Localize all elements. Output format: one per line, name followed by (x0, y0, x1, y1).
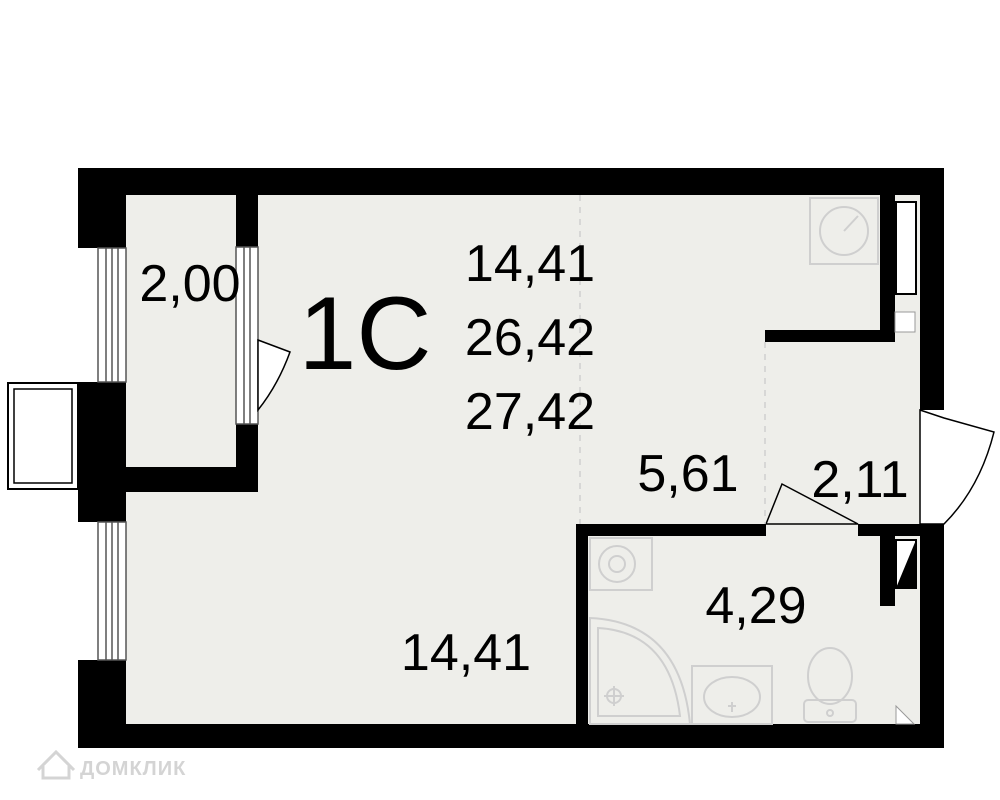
living-area-label: 14,41 (465, 235, 595, 293)
hallway-area-label: 2,11 (811, 451, 908, 509)
shaft-lower-triangle (896, 540, 916, 588)
wall-bath-left (576, 524, 588, 734)
wall-hall-partition (765, 330, 895, 342)
wall-shaft-upper (880, 195, 895, 337)
fixtures (589, 197, 879, 725)
balcony-area-label: 2,00 (139, 255, 240, 313)
wall-bath-top-right (858, 524, 920, 536)
sink-icon (691, 665, 773, 725)
wall-bottom (78, 724, 944, 748)
bathroom-area-label: 4,29 (705, 577, 806, 635)
living-room-area-label: 14,41 (401, 624, 531, 682)
ventilation-shafts (894, 201, 917, 725)
wall-top (78, 168, 944, 195)
entrance-door-swing (919, 408, 995, 525)
apartment-type-label: 1С (299, 276, 432, 392)
wall-right-upper (920, 168, 944, 410)
total-area-no-balcony-label: 26,42 (465, 309, 595, 367)
labels: 2,00 1С 14,41 26,42 27,42 5,61 2,11 4,29… (139, 235, 908, 682)
washing-machine-icon (809, 197, 879, 265)
bathroom-door-swing (764, 482, 859, 525)
wall-left-lower (78, 660, 126, 748)
window-balcony-inner (235, 246, 259, 425)
wall-left-upper (78, 168, 126, 248)
wall-left-mid (78, 382, 126, 522)
wall-right-lower (920, 524, 944, 748)
kitchen-area-label: 5,61 (637, 445, 738, 503)
corner-marker-lower (895, 704, 916, 725)
wall-bath-top-left (576, 524, 766, 536)
total-area-label: 27,42 (465, 383, 595, 441)
balcony-floor (126, 205, 236, 467)
watermark: ДОМКЛИК (36, 749, 186, 780)
washer-bathroom-icon (589, 537, 653, 591)
wall-balcony-bottom (126, 467, 258, 492)
doors (257, 338, 995, 525)
windows (7, 246, 259, 661)
wall-balcony-right (236, 195, 258, 247)
shower-tray-icon (589, 616, 692, 725)
shaft-upper (895, 201, 917, 295)
wall-shaft-lower (880, 536, 895, 606)
toilet-icon (803, 647, 857, 723)
walls (78, 168, 944, 748)
corner-marker-upper (894, 311, 916, 333)
watermark-text: ДОМКЛИК (80, 758, 186, 780)
balcony-door-swing (257, 338, 291, 413)
domclick-logo-icon (36, 749, 76, 780)
